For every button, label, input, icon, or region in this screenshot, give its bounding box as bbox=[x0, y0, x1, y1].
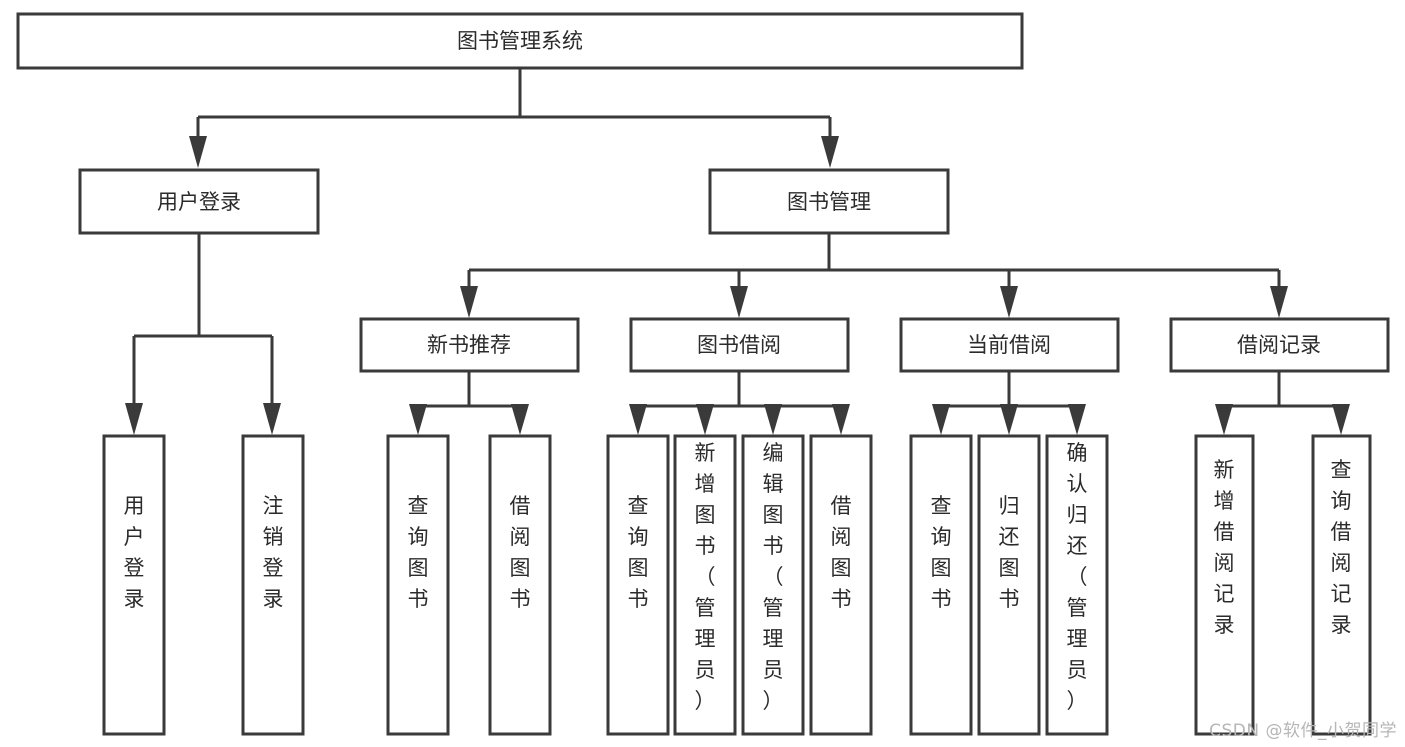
root-box[interactable] bbox=[16, 12, 1024, 70]
node-leaf-borrow-book-1[interactable]: 借阅图书 bbox=[488, 434, 552, 736]
leaf-return-book-box[interactable] bbox=[977, 434, 1041, 736]
node-leaf-logout-login[interactable]: 注销登录 bbox=[241, 434, 305, 736]
leaf-borrow-book-2-box[interactable] bbox=[809, 434, 873, 736]
connector-root-to-level2 bbox=[189, 68, 839, 168]
arrow-icon-current-borrow bbox=[1000, 286, 1018, 318]
current-borrow-label: 当前借阅 bbox=[967, 333, 1051, 357]
new-book-recommend-label: 新书推荐 bbox=[427, 333, 511, 357]
borrow-record-box[interactable] bbox=[1169, 317, 1390, 373]
new-book-recommend-box[interactable] bbox=[359, 317, 580, 373]
leaf-query-book-3-label: 查询图书 bbox=[931, 494, 952, 611]
connector-user-login-to-leaves bbox=[125, 233, 281, 435]
node-leaf-query-borrow-record[interactable]: 查询借阅记录 bbox=[1311, 434, 1372, 736]
arrow-icon-leaf-return-book bbox=[1000, 404, 1018, 435]
leaf-query-book-2-box[interactable] bbox=[606, 434, 670, 736]
borrow-record-label: 借阅记录 bbox=[1237, 333, 1321, 357]
leaf-borrow-book-1-label: 借阅图书 bbox=[510, 494, 531, 611]
leaf-query-borrow-record-box[interactable] bbox=[1311, 434, 1372, 736]
node-leaf-edit-book[interactable]: 编辑图书（管理员） bbox=[741, 434, 805, 736]
arrow-icon-leaf-query-book-2 bbox=[629, 404, 647, 435]
node-leaf-add-book[interactable]: 新增图书（管理员） bbox=[673, 434, 737, 736]
arrow-icon-leaf-add-borrow-record bbox=[1215, 404, 1233, 435]
leaf-add-borrow-record-box[interactable] bbox=[1194, 434, 1255, 736]
node-new-book-recommend[interactable]: 新书推荐 bbox=[359, 317, 580, 373]
leaf-query-book-1-label: 查询图书 bbox=[408, 494, 429, 611]
leaf-query-book-2-label: 查询图书 bbox=[628, 494, 649, 611]
node-leaf-query-book-3[interactable]: 查询图书 bbox=[909, 434, 973, 736]
leaf-query-book-1-box[interactable] bbox=[386, 434, 450, 736]
leaf-return-book-label: 归还图书 bbox=[999, 494, 1020, 611]
book-management-box[interactable] bbox=[708, 168, 950, 235]
node-leaf-user-login[interactable]: 用户登录 bbox=[102, 434, 166, 736]
arrow-icon-book-borrow bbox=[730, 286, 748, 318]
arrow-icon-leaf-logout-login bbox=[263, 403, 281, 435]
leaf-user-login-box[interactable] bbox=[102, 434, 166, 736]
arrow-icon-leaf-borrow-book-1 bbox=[511, 404, 529, 435]
node-leaf-return-book[interactable]: 归还图书 bbox=[977, 434, 1041, 736]
leaf-add-borrow-record-label: 新增借阅记录 bbox=[1214, 458, 1235, 637]
leaf-add-book-label: 新增图书（管理员） bbox=[695, 441, 716, 713]
arrow-icon-leaf-add-book bbox=[696, 404, 714, 435]
leaf-borrow-book-2-label: 借阅图书 bbox=[831, 494, 852, 611]
csdn-watermark: CSDN @软件_小贺同学 bbox=[1209, 721, 1397, 741]
node-user-login[interactable]: 用户登录 bbox=[78, 168, 320, 235]
connector-borrow-record-to-leaves bbox=[1215, 371, 1350, 435]
book-borrow-box[interactable] bbox=[629, 317, 850, 373]
arrow-icon-leaf-confirm-return bbox=[1068, 404, 1086, 435]
arrow-icon-leaf-query-borrow-record bbox=[1332, 404, 1350, 435]
node-leaf-query-book-2[interactable]: 查询图书 bbox=[606, 434, 670, 736]
user-login-label: 用户登录 bbox=[157, 190, 241, 214]
leaf-add-book-box[interactable] bbox=[673, 434, 737, 736]
arrow-icon-borrow-record bbox=[1270, 286, 1288, 318]
leaf-logout-login-label: 注销登录 bbox=[263, 494, 284, 611]
book-borrow-label: 图书借阅 bbox=[697, 333, 781, 357]
leaf-query-book-3-box[interactable] bbox=[909, 434, 973, 736]
node-root[interactable]: 图书管理系统 bbox=[16, 12, 1024, 70]
leaf-confirm-return-box[interactable] bbox=[1045, 434, 1109, 736]
node-leaf-add-borrow-record[interactable]: 新增借阅记录 bbox=[1194, 434, 1255, 736]
node-current-borrow[interactable]: 当前借阅 bbox=[899, 317, 1120, 373]
arrow-icon-leaf-query-book-1 bbox=[409, 404, 427, 435]
book-management-label: 图书管理 bbox=[787, 190, 871, 214]
leaf-logout-login-box[interactable] bbox=[241, 434, 305, 736]
arrow-icon-leaf-user-login bbox=[125, 403, 143, 435]
connector-current-borrow-to-leaves bbox=[932, 371, 1086, 435]
node-borrow-record[interactable]: 借阅记录 bbox=[1169, 317, 1390, 373]
leaf-user-login-label: 用户登录 bbox=[124, 494, 145, 611]
node-book-management[interactable]: 图书管理 bbox=[708, 168, 950, 235]
node-book-borrow[interactable]: 图书借阅 bbox=[629, 317, 850, 373]
arrow-icon-new-book-recommend bbox=[460, 286, 478, 318]
root-label: 图书管理系统 bbox=[457, 29, 583, 53]
node-leaf-query-book-1[interactable]: 查询图书 bbox=[386, 434, 450, 736]
arrow-icon-leaf-query-book-3 bbox=[932, 404, 950, 435]
arrow-icon-user-login bbox=[189, 136, 207, 168]
node-leaf-confirm-return[interactable]: 确认归还（管理员） bbox=[1045, 434, 1109, 736]
connector-book-management-to-level3 bbox=[460, 233, 1288, 318]
current-borrow-box[interactable] bbox=[899, 317, 1120, 373]
arrow-icon-book-management bbox=[821, 136, 839, 168]
leaf-borrow-book-1-box[interactable] bbox=[488, 434, 552, 736]
connector-book-borrow-to-leaves bbox=[629, 371, 850, 435]
node-leaf-borrow-book-2[interactable]: 借阅图书 bbox=[809, 434, 873, 736]
arrow-icon-leaf-edit-book bbox=[764, 404, 782, 435]
leaf-confirm-return-label: 确认归还（管理员） bbox=[1067, 441, 1088, 713]
leaf-edit-book-label: 编辑图书（管理员） bbox=[763, 441, 784, 713]
leaf-edit-book-box[interactable] bbox=[741, 434, 805, 736]
leaf-query-borrow-record-label: 查询借阅记录 bbox=[1331, 458, 1352, 637]
connector-new-book-recommend-to-leaves bbox=[409, 371, 529, 435]
arrow-icon-leaf-borrow-book-2 bbox=[832, 404, 850, 435]
